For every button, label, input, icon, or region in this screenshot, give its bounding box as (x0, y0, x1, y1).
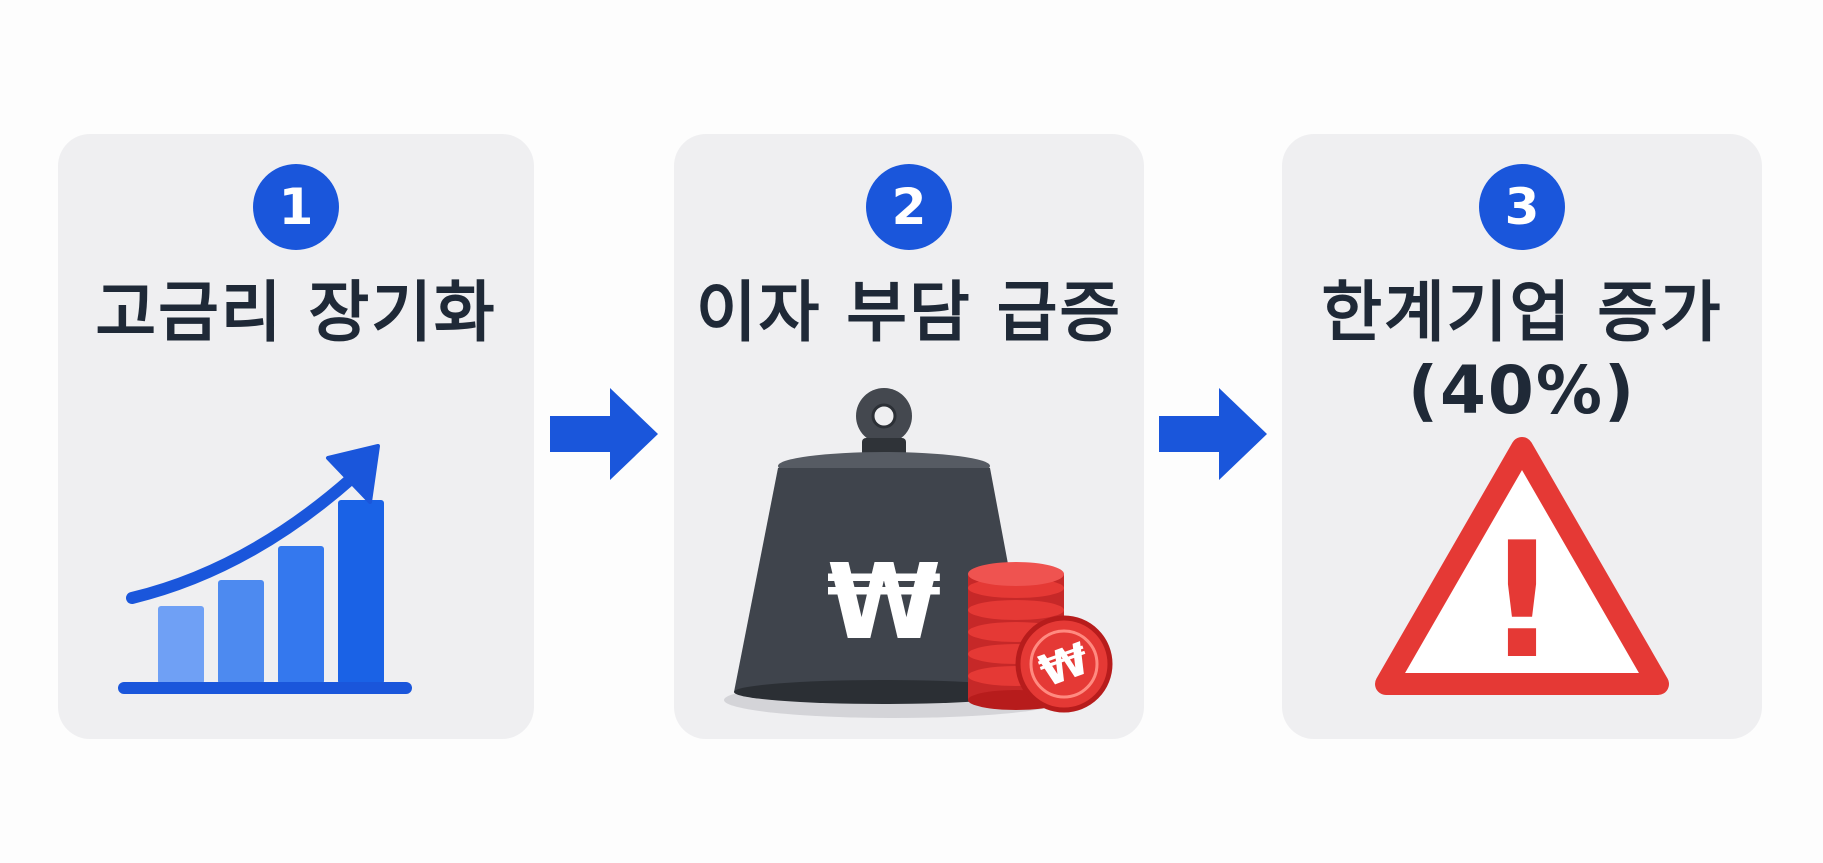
weight-ring-hole (871, 403, 897, 429)
step-title-1-line-1: 고금리 장기화 (95, 274, 497, 351)
step-number-badge-2: 2 (866, 164, 952, 250)
chart-baseline (118, 682, 412, 694)
step-number-badge-1: 1 (253, 164, 339, 250)
weight-currency-symbol: ₩ (827, 541, 942, 663)
step-title-3-line-2: (40%) (1407, 352, 1637, 429)
step-card-3: 3 한계기업 증가 (40%) ! (1282, 134, 1762, 739)
step-title-3-line-1: 한계기업 증가 (1321, 274, 1723, 351)
coin-stack-top (968, 562, 1064, 586)
weight-body (734, 468, 1032, 692)
warning-exclamation: ! (1486, 507, 1559, 694)
step-card-2: 2 이자 부담 급증 ₩ (674, 134, 1144, 739)
right-arrow-icon (550, 388, 658, 480)
chart-bar-3 (278, 546, 324, 684)
chart-bar-1 (158, 606, 204, 684)
warning-triangle (1375, 437, 1669, 695)
trend-arrow-head (326, 444, 380, 504)
weight-base (734, 680, 1032, 704)
weight-with-coins-icon: ₩ ₩ (724, 388, 1113, 718)
step-title-2-line-1: 이자 부담 급증 (695, 274, 1123, 351)
rising-bar-chart-icon (118, 444, 412, 694)
trend-arrow-line (126, 472, 358, 604)
step-title-1: 고금리 장기화 (58, 274, 534, 352)
warning-triangle-icon: ! (1375, 437, 1669, 695)
step-title-3: 한계기업 증가 (40%) (1282, 274, 1762, 430)
chart-bar-2 (218, 580, 264, 684)
right-arrow-icon (1159, 388, 1267, 480)
step-title-2: 이자 부담 급증 (674, 274, 1144, 352)
step-card-1: 1 고금리 장기화 (58, 134, 534, 739)
chart-bar-4 (338, 500, 384, 684)
step-number-badge-3: 3 (1479, 164, 1565, 250)
